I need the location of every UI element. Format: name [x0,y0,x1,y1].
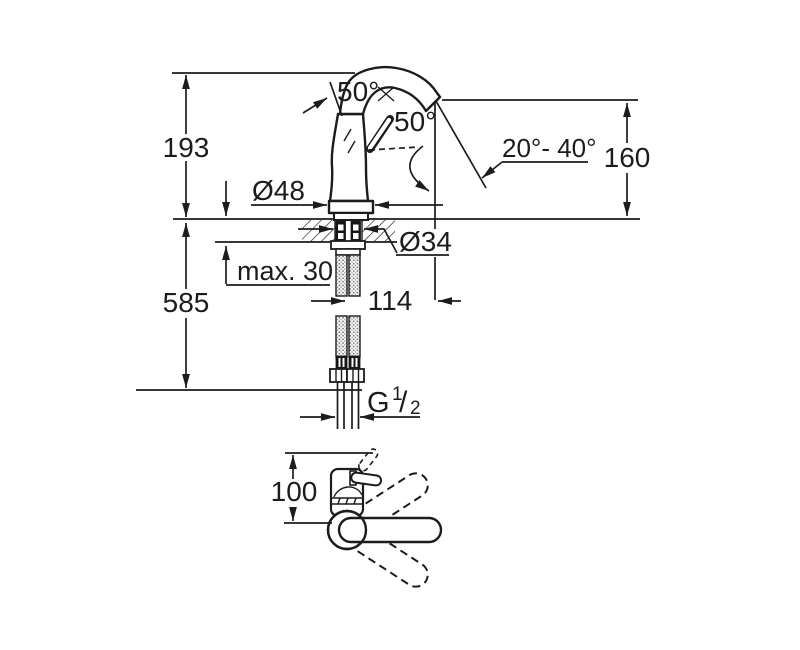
under-counter-parts [329,220,366,429]
fixing-washer [330,240,366,250]
plan-cartridge-dome [333,486,363,498]
body-highlight-tick [347,140,356,154]
dim-spout-projection: 114 [311,285,461,316]
dim-114-label: 114 [368,285,413,316]
dim-outlet-height: 160 [442,99,651,216]
swing-arc-arrow [409,145,430,192]
dim-160-label: 160 [604,142,651,173]
dim-585-label: 585 [163,287,210,318]
faucet-plan-view [326,448,443,588]
thread-slash: / [399,386,408,419]
dim-height-below-deck: 585 [136,223,362,391]
thread-tails [336,382,360,429]
dim-d34-label: Ø34 [399,226,452,257]
thread-numerator: 1 [392,384,403,405]
thread-letter: G [367,387,390,419]
handle-swing-angle-label: 50° [394,106,436,137]
lever-ghost-line [329,81,343,117]
plan-band-tick [345,497,349,505]
dim-shank-diameter: Ø34 [298,225,452,257]
pivot-cross [377,86,395,102]
dim-max-deck-thickness: max. 30 [222,181,333,286]
plan-band-tick [337,497,341,505]
plan-band-tick [353,497,357,505]
hex-nuts [329,368,365,383]
flexible-hoses [335,254,361,358]
dim-100-label: 100 [271,476,318,507]
stream-angle-label: 20°- 40° [502,133,597,163]
plan-spout [337,516,443,544]
hose-collars [335,355,361,370]
thread-denominator: 2 [410,398,421,419]
plan-lever-raised-dashed [358,448,379,472]
fixing-nut-step [335,248,361,256]
plan-spout-ring [326,509,368,551]
tilt-leader-arrow [302,97,328,114]
dim-d48-label: Ø48 [252,175,305,206]
handle-tilt-angle-label: 50° [337,76,379,107]
dim-max30-label: max. 30 [237,256,333,286]
dim-base-diameter: Ø48 [251,175,443,209]
handle-tilt-angle: 50° [302,76,395,117]
body-highlight-tick [343,128,352,142]
faucet-body [328,112,370,203]
handle-swing-angle: 50° [368,106,436,192]
base-ring [333,212,369,221]
base-flange [327,199,375,215]
plan-lever [350,471,383,487]
mounting-studs [335,220,361,242]
deck-hatch-left [302,220,335,242]
faucet-spout [338,66,442,116]
dim-thread-size: G 1 / 2 [300,384,421,421]
swing-dashed-line [368,146,420,151]
dim-height-above-deck: 193 [163,72,355,217]
stream-leader-arrow [481,161,503,179]
dim-193-label: 193 [163,132,210,163]
joystick-lever [366,115,394,153]
dim-plan-height: 100 [271,452,373,524]
stream-angle: 20°- 40° [434,100,597,300]
faucet-front-view [327,66,442,221]
water-stream-line [435,100,487,189]
